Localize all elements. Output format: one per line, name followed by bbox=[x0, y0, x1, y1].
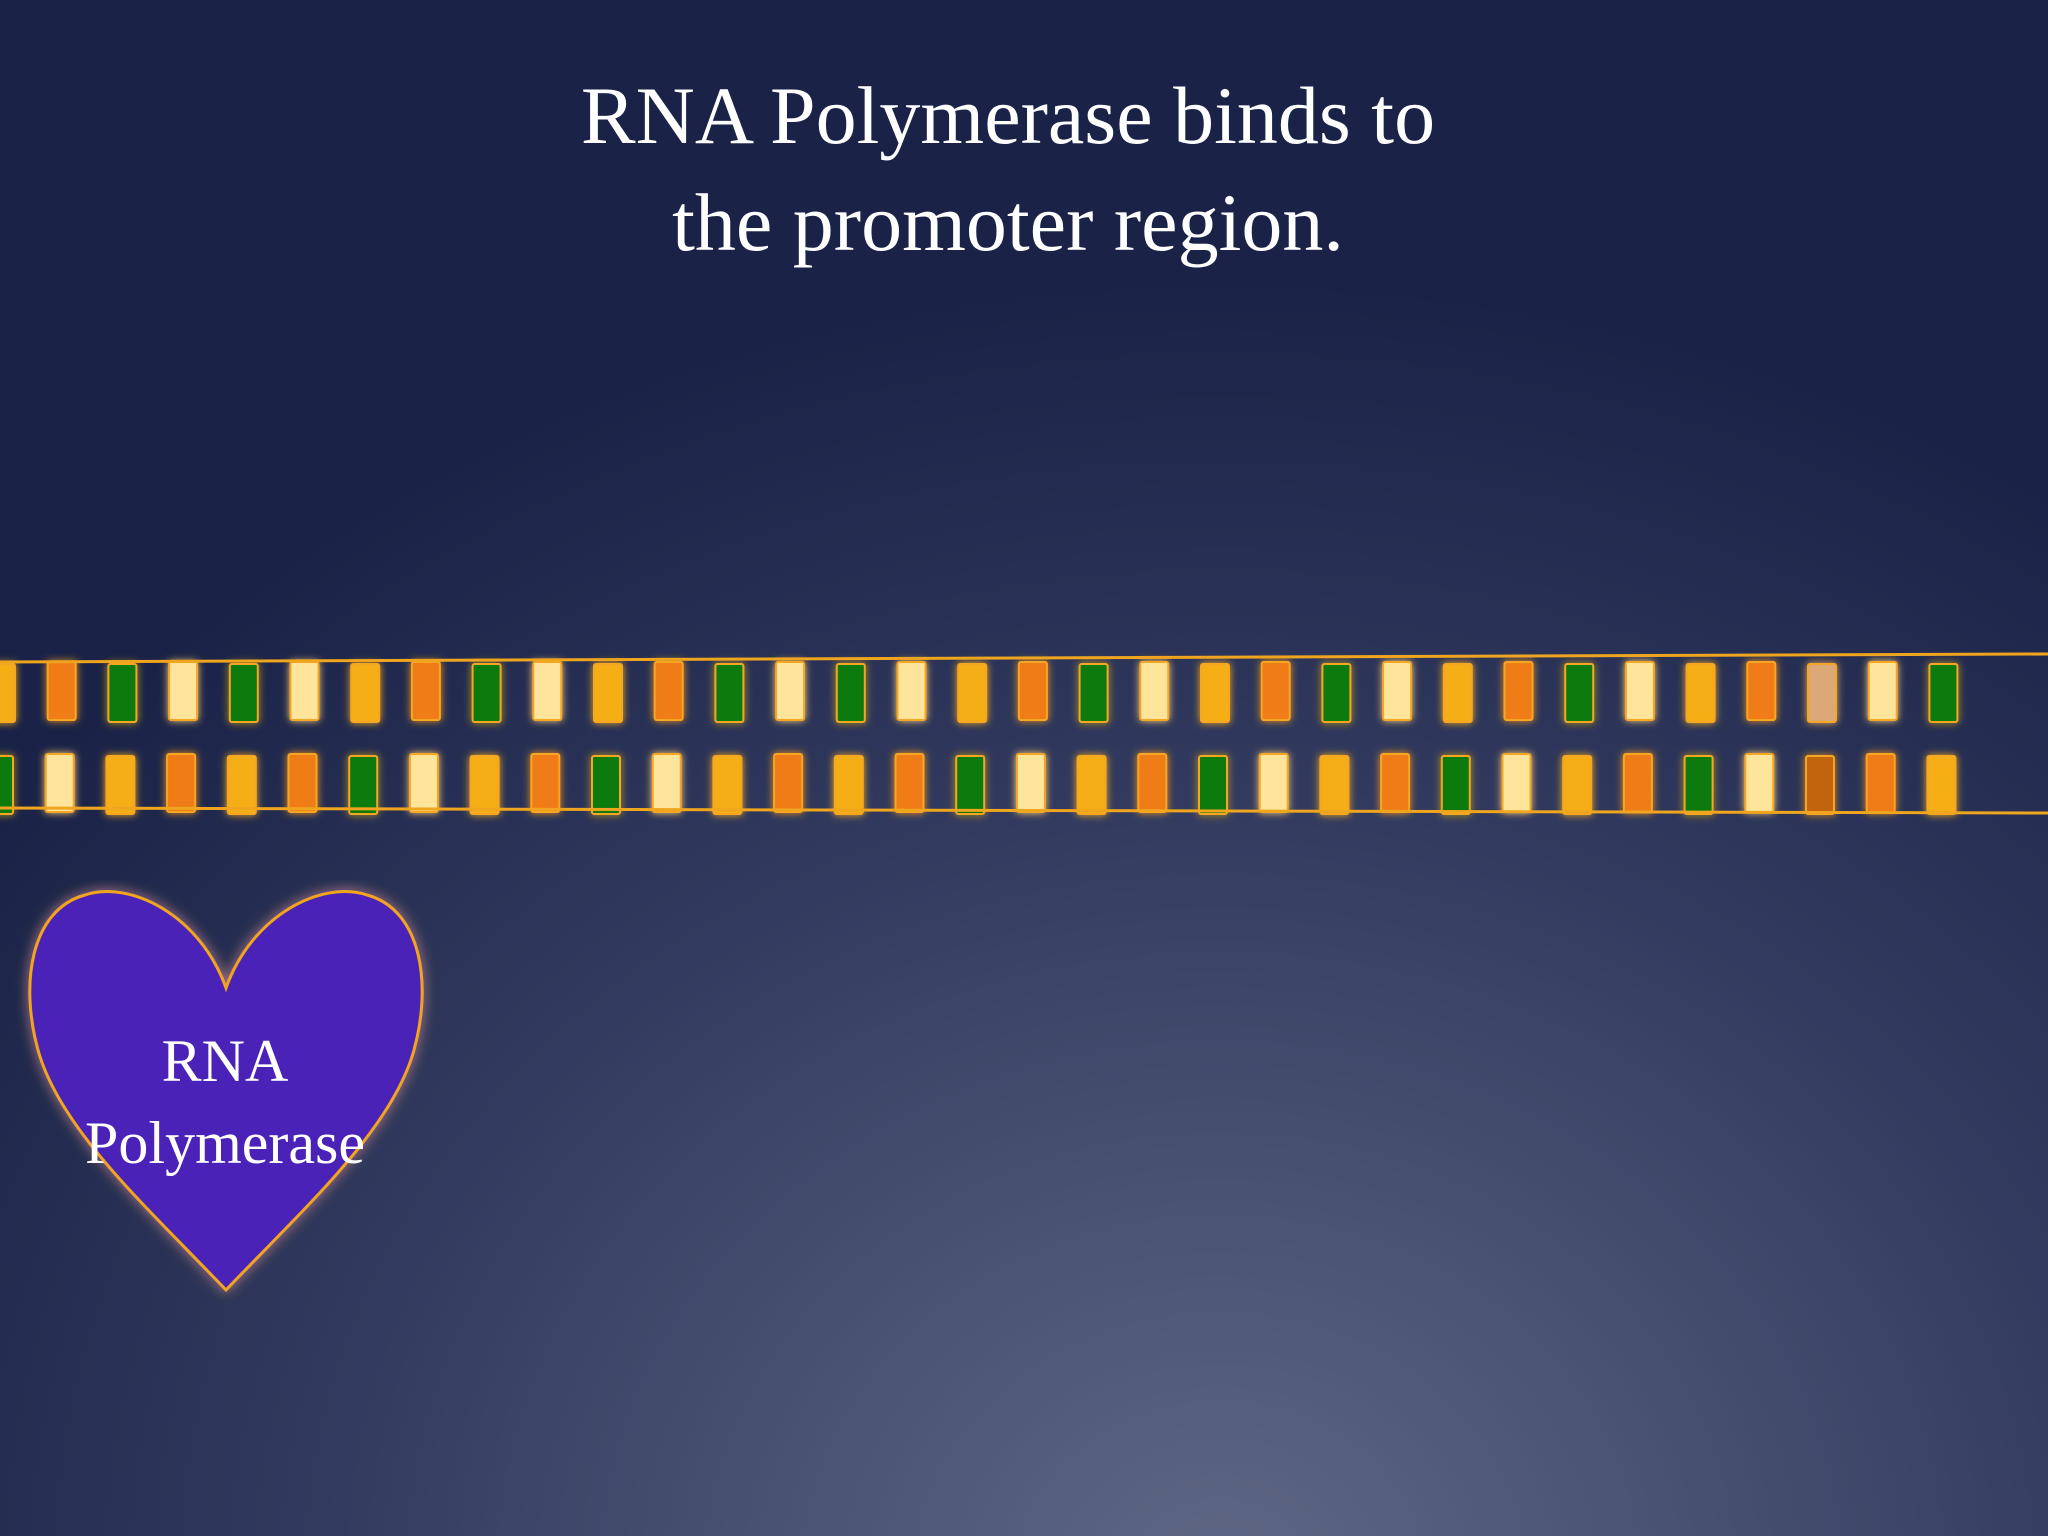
top-strand-base-orange bbox=[410, 661, 441, 721]
top-strand-base-orange bbox=[1746, 661, 1777, 721]
bottom-strand-base-green bbox=[0, 755, 14, 815]
top-strand-base-green bbox=[1564, 663, 1595, 723]
bottom-strand-base-cream bbox=[408, 753, 439, 813]
bottom-strand-base-yellow bbox=[712, 755, 743, 815]
top-strand-base-cream bbox=[1382, 661, 1413, 721]
top-strand-base-cream bbox=[168, 661, 199, 721]
bottom-strand-base-orange bbox=[773, 753, 804, 813]
bottom-strand-base-green bbox=[1440, 755, 1471, 815]
top-strand-base-cream bbox=[1867, 661, 1898, 721]
bottom-strand-base-yellow bbox=[226, 755, 257, 815]
top-strand-base-cream bbox=[289, 661, 320, 721]
top-strand-base-cream bbox=[775, 661, 806, 721]
top-strand-base-green bbox=[107, 663, 138, 723]
bottom-strand-base-yellow bbox=[1319, 755, 1350, 815]
bottom-strand-base-yellow bbox=[1562, 755, 1593, 815]
top-strand-base-green bbox=[835, 663, 866, 723]
bottom-strand-base-yellow bbox=[1076, 755, 1107, 815]
bottom-strand-base-orange bbox=[1865, 753, 1896, 813]
top-strand-base-yellow bbox=[593, 663, 623, 723]
top-strand-base-green bbox=[1078, 663, 1109, 723]
bottom-strand-base-yellow bbox=[469, 755, 500, 815]
top-strand-base-green bbox=[714, 663, 745, 723]
bottom-strand-base-orange bbox=[894, 753, 925, 813]
rna-polymerase-label-line-2: Polymerase bbox=[85, 1110, 365, 1176]
bottom-strand-base-yellow bbox=[1926, 755, 1957, 815]
bottom-strand-base-orange bbox=[287, 753, 318, 813]
bottom-strand-base-cream bbox=[651, 753, 682, 813]
top-strand-base-yellow bbox=[1200, 663, 1230, 723]
top-strand-base-yellow bbox=[957, 663, 988, 723]
bottom-strand-base-orange bbox=[1137, 753, 1168, 813]
slide-title: RNA Polymerase binds to the promoter reg… bbox=[0, 62, 2016, 276]
bottom-strand-base-cream bbox=[1501, 753, 1532, 813]
dna-double-strand bbox=[0, 652, 2048, 815]
top-strand-base-orange bbox=[1017, 661, 1048, 721]
top-strand-base-green bbox=[228, 663, 259, 723]
top-strand-base-cream bbox=[896, 661, 927, 721]
slide-title-line-2: the promoter region. bbox=[672, 177, 1344, 268]
top-strand-base-orange bbox=[653, 661, 684, 721]
top-strand-base-cream bbox=[532, 661, 563, 721]
dna-bottom-backbone bbox=[0, 806, 2048, 815]
bottom-strand-base-orange bbox=[1380, 753, 1411, 813]
bottom-strand-base-cream bbox=[44, 753, 75, 813]
bottom-strand-base-green bbox=[1198, 755, 1228, 815]
top-strand-base-green bbox=[471, 663, 502, 723]
top-strand-base-cream bbox=[1624, 661, 1655, 721]
top-strand-base-orange bbox=[1260, 661, 1291, 721]
bottom-strand-base-orange bbox=[1622, 753, 1653, 813]
bottom-strand-base-green bbox=[955, 755, 986, 815]
bottom-strand-base-yellow bbox=[105, 755, 136, 815]
rna-polymerase-label-line-1: RNA bbox=[161, 1028, 289, 1094]
slide-title-line-1: RNA Polymerase binds to bbox=[580, 70, 1436, 161]
bottom-strand-base-cream bbox=[1015, 753, 1046, 813]
rna-polymerase-heart bbox=[28, 890, 424, 1293]
top-strand-base-orange bbox=[46, 661, 77, 721]
top-strand-base-green bbox=[1928, 663, 1959, 723]
top-strand-base-green bbox=[1321, 663, 1352, 723]
bottom-strand-base-green bbox=[1683, 755, 1714, 815]
rna-polymerase-label: RNA Polymerase bbox=[25, 1020, 425, 1184]
top-strand-base-yellow bbox=[0, 663, 16, 723]
bottom-strand-base-orange bbox=[166, 753, 197, 813]
bottom-strand-base-brown bbox=[1805, 755, 1835, 815]
top-strand-base-cream bbox=[1139, 661, 1170, 721]
bottom-strand-base-cream bbox=[1258, 753, 1289, 813]
top-strand-base-yellow bbox=[350, 663, 381, 723]
top-strand-base-orange bbox=[1503, 661, 1534, 721]
dna-top-backbone bbox=[0, 652, 2048, 664]
bottom-strand-base-green bbox=[348, 755, 379, 815]
top-strand-base-tan bbox=[1807, 663, 1837, 723]
bottom-strand-base-cream bbox=[1744, 753, 1775, 813]
top-strand-base-yellow bbox=[1442, 663, 1473, 723]
top-strand-base-yellow bbox=[1685, 663, 1716, 723]
bottom-strand-base-orange bbox=[530, 753, 561, 813]
bottom-strand-base-yellow bbox=[833, 755, 864, 815]
bottom-strand-base-green bbox=[591, 755, 621, 815]
